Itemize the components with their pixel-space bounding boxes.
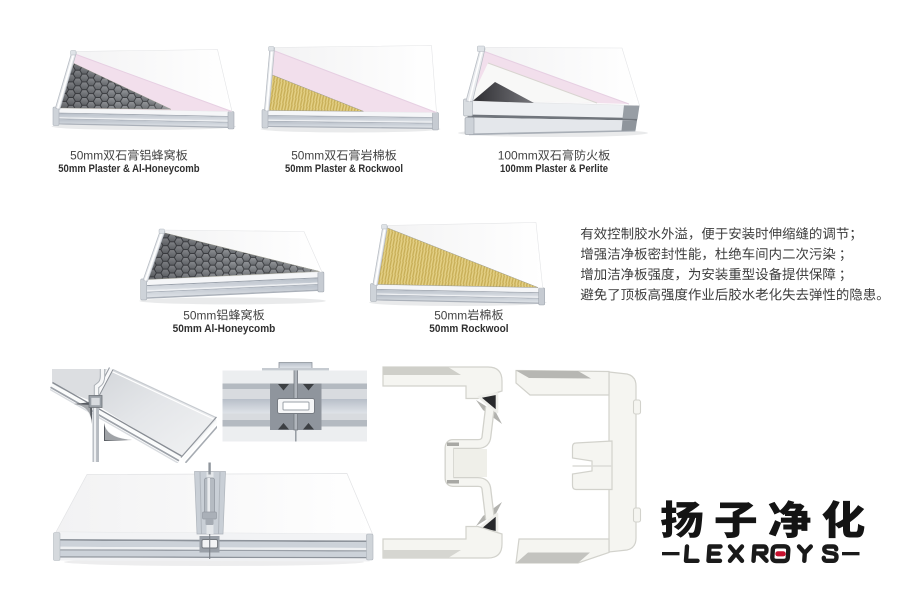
svg-text:100mm Plaster & Perlite: 100mm Plaster & Perlite bbox=[500, 163, 608, 175]
svg-text:50mm Plaster & Rockwool: 50mm Plaster & Rockwool bbox=[285, 163, 403, 175]
svg-text:50mm Al-Honeycomb: 50mm Al-Honeycomb bbox=[173, 323, 276, 335]
svg-text:50mm: 50mm bbox=[70, 149, 103, 163]
svg-text:50mm: 50mm bbox=[434, 308, 467, 322]
svg-text:50mm Plaster & Al-Honeycomb: 50mm Plaster & Al-Honeycomb bbox=[58, 163, 200, 175]
svg-text:50mm Rockwool: 50mm Rockwool bbox=[429, 323, 508, 335]
svg-text:50mm: 50mm bbox=[291, 149, 324, 163]
svg-text:50mm: 50mm bbox=[183, 308, 216, 322]
svg-text:100mm: 100mm bbox=[498, 149, 538, 163]
